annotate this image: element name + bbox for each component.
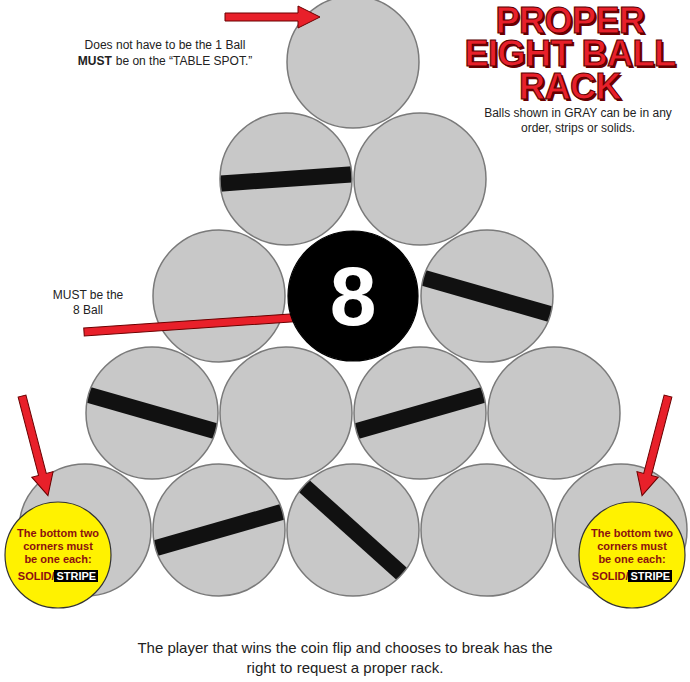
- callout-emphasis: MUST: [78, 54, 112, 68]
- ball: [153, 230, 285, 362]
- ball: [220, 347, 352, 479]
- corner-callout: The bottom two corners must be one each:…: [4, 501, 112, 609]
- solid-stripe: SOLID/STRIPE: [590, 570, 674, 583]
- ball: [354, 113, 486, 245]
- ball-number: 8: [330, 254, 377, 338]
- ball: [555, 464, 687, 596]
- ball: [349, 347, 492, 479]
- pointer-arrow: [225, 6, 320, 28]
- callout-text-block: The bottom two corners must be one each:…: [16, 527, 100, 584]
- node-content: The bottom two corners must be one each:…: [578, 501, 686, 609]
- ball: [148, 464, 291, 596]
- pointer-arrow: [11, 393, 58, 498]
- pointer-arrow: [83, 305, 320, 343]
- callout-text: Does not have to be the 1 Ball: [40, 38, 290, 54]
- eight-ball: 8: [287, 230, 419, 362]
- caption: The player that wins the coin flip and c…: [125, 638, 565, 677]
- pointer-arrow: [631, 393, 678, 498]
- ball: [81, 347, 224, 479]
- solid-word: SOLID/: [592, 570, 629, 582]
- stripe-word: STRIPE: [54, 570, 98, 582]
- callout-text-block: The bottom two corners must be one each:…: [590, 527, 674, 584]
- ball: [287, 464, 419, 596]
- stripe-word: STRIPE: [628, 570, 672, 582]
- title: PROPER EIGHT BALL RACK: [456, 4, 684, 103]
- callout-line: MUST be on the “TABLE SPOT.”: [40, 54, 290, 70]
- callout-text: The bottom two corners must be one each:: [16, 527, 100, 567]
- callout-label: Does not have to be the 1 BallMUST be on …: [40, 38, 290, 69]
- ball: [421, 464, 553, 596]
- callout-text: The bottom two corners must be one each:: [590, 527, 674, 567]
- solid-word: SOLID/: [18, 570, 55, 582]
- ball: [416, 230, 559, 362]
- node-content: The bottom two corners must be one each:…: [4, 501, 112, 609]
- callout-label: MUST be the 8 Ball: [50, 288, 126, 318]
- solid-stripe: SOLID/STRIPE: [16, 570, 100, 583]
- ball: [214, 113, 359, 245]
- node-content: 8: [287, 230, 419, 362]
- note: Balls shown in GRAY can be in any order,…: [478, 106, 678, 136]
- callout-text: be on the “TABLE SPOT.”: [116, 54, 253, 68]
- ball: [488, 347, 620, 479]
- corner-callout: The bottom two corners must be one each:…: [578, 501, 686, 609]
